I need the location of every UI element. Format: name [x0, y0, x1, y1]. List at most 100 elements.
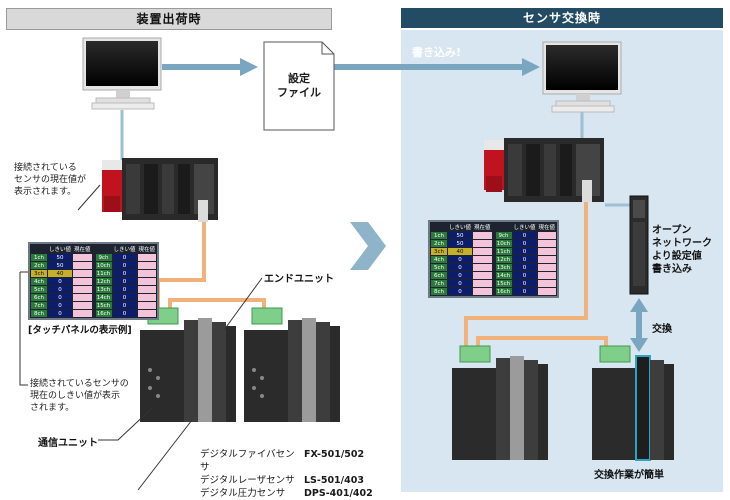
current-value-cell [73, 254, 92, 261]
current-value-cell [73, 302, 92, 309]
channel-cell: 4ch [431, 256, 447, 263]
current-value-cell [73, 278, 92, 285]
channel-cell: 4ch [31, 278, 47, 285]
threshold-cell: 40 [48, 270, 73, 277]
current-value-cell [537, 256, 557, 263]
sensor-model: DPS-401/402 [304, 488, 373, 499]
threshold-cell: 0 [448, 280, 473, 287]
gap-cell [93, 302, 95, 309]
threshold-cell: 0 [48, 294, 73, 301]
exchange-label: 交換 [652, 324, 672, 335]
touch-panel-header-cell: しきい値 [113, 247, 136, 253]
touch-panel-header-cell [96, 245, 112, 253]
open-network-line2: ネットワーク [652, 238, 712, 249]
threshold-cell: 50 [448, 240, 473, 247]
touch-panel-header-cell: しきい値 [513, 225, 536, 231]
sensor-model-row: デジタルレーザセンサ LS-501/403 [200, 474, 373, 487]
touch-panel-header-cell [493, 223, 495, 231]
exchange-arrow [630, 298, 648, 352]
plc-right [484, 138, 604, 202]
current-value-cell [473, 256, 492, 263]
current-value-cell [537, 240, 557, 247]
write-label: 書き込み! [412, 46, 462, 59]
current-value-cell [73, 262, 92, 269]
current-value-cell [473, 248, 492, 255]
channel-cell: 7ch [31, 302, 47, 309]
threshold-cell: 0 [112, 294, 137, 301]
gap-cell [493, 272, 495, 279]
gap-cell [493, 240, 495, 247]
sensor-unit-left-a [140, 307, 236, 422]
current-value-cell [73, 270, 92, 277]
channel-cell: 15ch [495, 280, 512, 287]
channel-cell: 10ch [495, 240, 512, 247]
network-sensor-device [629, 195, 649, 295]
channel-cell: 16ch [495, 288, 512, 295]
channel-cell: 2ch [431, 240, 447, 247]
sensor-model-row: デジタルファイバセンサ FX-501/502 [200, 448, 373, 474]
plc-left [102, 158, 218, 222]
pointer-lines [19, 184, 263, 491]
current-value-note-line3: 表示されます。 [14, 187, 77, 197]
sensor-model: FX-501/502 [304, 449, 365, 460]
arrow-write [330, 58, 540, 76]
gap-cell [93, 294, 95, 301]
channel-cell: 11ch [495, 248, 512, 255]
header-factory-shipment: 装置出荷時 [6, 8, 332, 30]
settings-file-label: 設定 ファイル [264, 72, 334, 100]
open-network-line4: 書き込み [652, 264, 692, 275]
current-value-cell [537, 264, 557, 271]
header-sensor-replacement: センサ交換時 [401, 8, 723, 28]
current-value-cell [473, 280, 492, 287]
current-value-cell [473, 240, 492, 247]
current-value-note: 接続されている センサの現在値が 表示されます。 [14, 162, 86, 198]
current-value-cell [73, 286, 92, 293]
threshold-cell: 0 [112, 270, 137, 277]
threshold-cell: 0 [512, 248, 537, 255]
gap-cell [493, 248, 495, 255]
current-value-cell [137, 302, 157, 309]
channel-cell: 12ch [495, 256, 512, 263]
channel-cell: 3ch [31, 270, 47, 277]
channel-cell: 11ch [95, 270, 112, 277]
gap-cell [493, 256, 495, 263]
channel-cell: 14ch [95, 294, 112, 301]
gap-cell [493, 232, 495, 239]
gap-cell [493, 280, 495, 287]
threshold-cell: 0 [448, 288, 473, 295]
channel-cell: 14ch [495, 272, 512, 279]
current-value-note-line2: センサの現在値が [14, 175, 87, 185]
gap-cell [93, 262, 95, 269]
threshold-cell: 0 [112, 310, 137, 317]
current-value-cell [473, 264, 492, 271]
current-value-cell [537, 248, 557, 255]
threshold-cell: 0 [512, 264, 537, 271]
channel-cell: 3ch [431, 248, 447, 255]
threshold-cell: 0 [448, 264, 473, 271]
threshold-cell: 50 [448, 232, 473, 239]
channel-cell: 8ch [31, 310, 47, 317]
threshold-cell: 50 [48, 254, 73, 261]
channel-cell: 1ch [431, 232, 447, 239]
threshold-cell: 0 [48, 302, 73, 309]
threshold-cell: 0 [112, 262, 137, 269]
end-unit-label: エンドユニット [264, 274, 334, 285]
current-value-cell [473, 272, 492, 279]
settings-file-line2: ファイル [277, 86, 321, 99]
threshold-cell: 0 [48, 278, 73, 285]
gap-cell [93, 270, 95, 277]
touch-panel-header-cell [31, 245, 47, 253]
sensor-unit-right-b [592, 345, 674, 461]
big-transition-arrow [350, 222, 386, 270]
open-network-line3: より設定値 [652, 251, 702, 262]
channel-cell: 10ch [95, 262, 112, 269]
